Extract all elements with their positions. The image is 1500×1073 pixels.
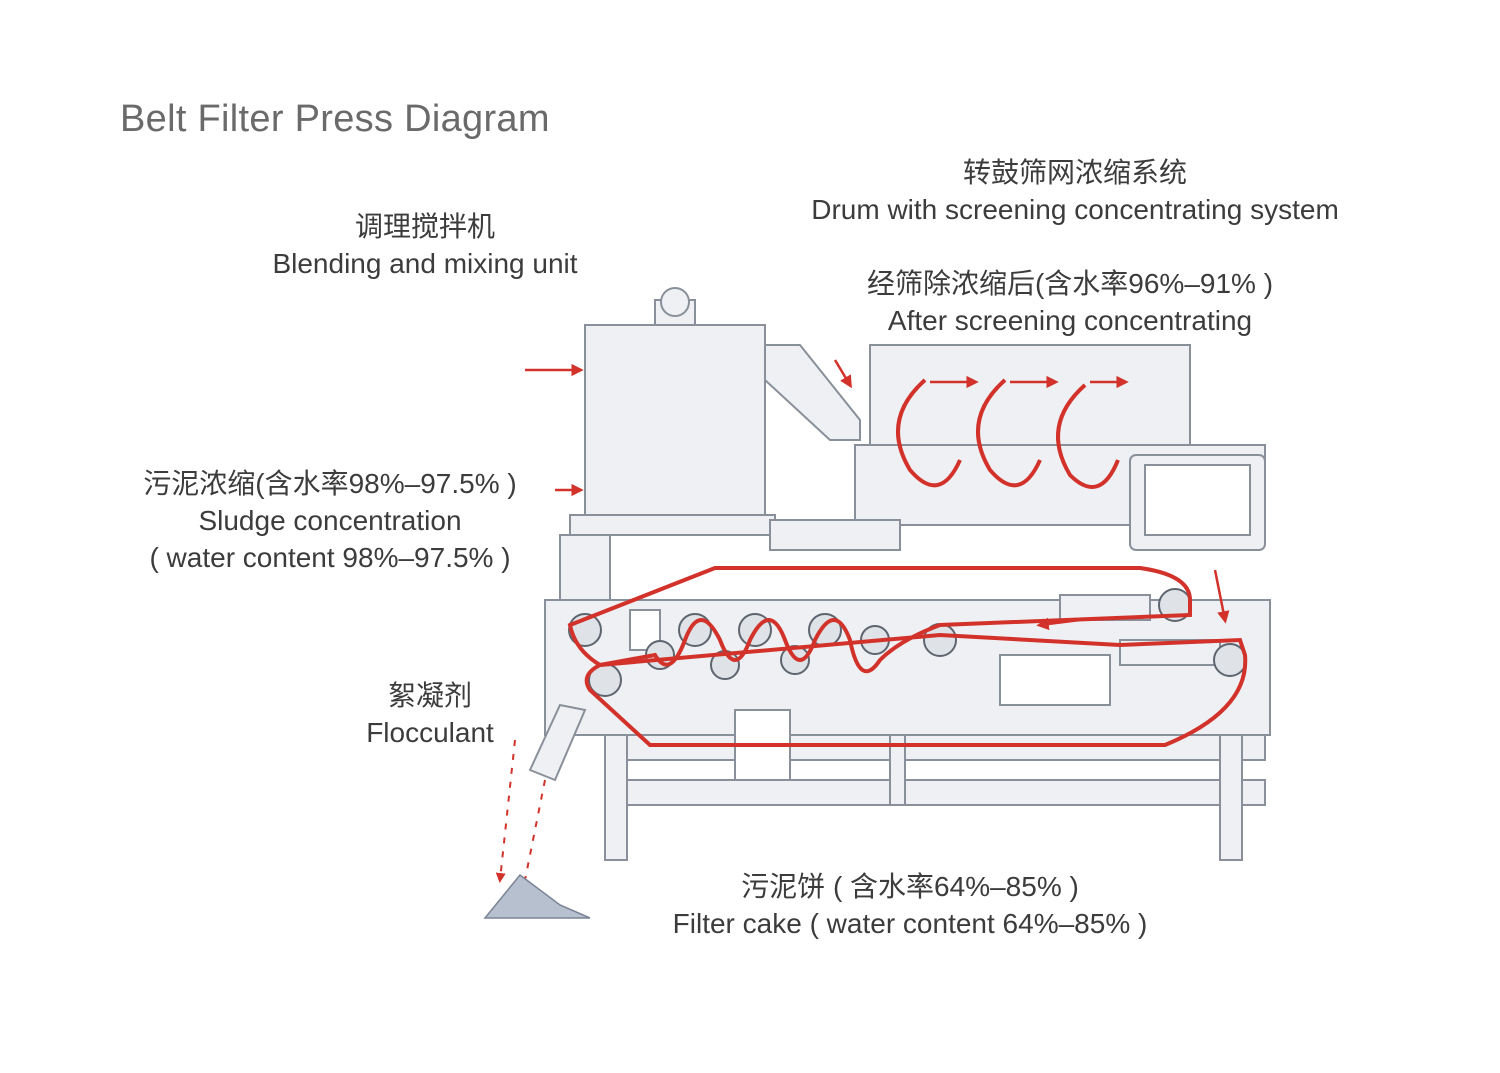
drum-spiral-1 [896, 378, 962, 488]
sludge-label-en2: ( water content 98%–97.5% ) [149, 542, 511, 573]
drum-label-zh: 转鼓筛网浓缩系统 [962, 157, 1187, 188]
lower-frame [604, 734, 1266, 761]
blending-label: 调理搅拌机 Blending and mixing unit [250, 208, 600, 282]
right-arrow [1213, 569, 1230, 624]
after-screening-label-zh: 经筛除浓缩后(含水率96%–91% ) [866, 268, 1274, 299]
flocculant-label: 絮凝剂 Flocculant [330, 677, 530, 751]
discharge-chute [528, 703, 587, 782]
blending-label-en: Blending and mixing unit [272, 248, 578, 279]
diagram-title: Belt Filter Press Diagram [120, 98, 550, 140]
flocculant-label-zh: 絮凝剂 [387, 680, 472, 711]
leg-mid [889, 734, 906, 806]
filter-cake-label: 污泥饼 ( 含水率64%–85% ) Filter cake ( water c… [630, 868, 1190, 942]
chute-arrow [833, 359, 852, 389]
cake-fall-arrow-1 [495, 739, 516, 883]
drum-spiral-3 [1056, 383, 1120, 489]
blending-tank [584, 324, 766, 516]
blending-label-zh: 调理搅拌机 [354, 211, 495, 242]
filter-cake-pile [483, 873, 591, 919]
flow-arrows [525, 359, 1230, 631]
return-arrow [1036, 617, 1081, 631]
filter-cake-label-zh: 污泥饼 ( 含水率64%–85% ) [741, 871, 1079, 902]
drum-spiral-2 [976, 378, 1042, 488]
cake-fall-line-2 [524, 779, 546, 881]
lower-belt [584, 632, 1248, 747]
press-window-2 [999, 654, 1111, 706]
upper-belt [567, 566, 1192, 674]
drum-housing [869, 344, 1191, 446]
cake-discharge [495, 739, 546, 883]
mid-bracket [769, 519, 901, 551]
mixer-motor-head [660, 287, 690, 317]
leg-right [1219, 734, 1243, 861]
after-screening-label: 经筛除浓缩后(含水率96%–91% ) After screening conc… [820, 265, 1320, 339]
sludge-label: 污泥浓缩(含水率98%–97.5% ) Sludge concentration… [105, 465, 555, 576]
sludge-label-zh: 污泥浓缩(含水率98%–97.5% ) [143, 468, 517, 499]
after-screening-label-en: After screening concentrating [887, 305, 1253, 336]
base-rail [604, 779, 1266, 806]
tank-base [569, 514, 776, 536]
sludge-label-en: Sludge concentration [198, 505, 462, 536]
belt-paths [567, 378, 1248, 747]
flocculant-label-en: Flocculant [366, 717, 494, 748]
control-window [1144, 464, 1251, 536]
machine-frame [528, 287, 1271, 861]
drum-label-en: Drum with screening concentrating system [811, 194, 1339, 225]
leg-left [604, 734, 628, 861]
feed-chute [764, 344, 861, 441]
filter-cake-label-en: Filter cake ( water content 64%–85% ) [672, 908, 1148, 939]
drum-label: 转鼓筛网浓缩系统 Drum with screening concentrati… [780, 154, 1370, 228]
left-hopper [559, 534, 611, 601]
press-window-1 [629, 609, 661, 651]
